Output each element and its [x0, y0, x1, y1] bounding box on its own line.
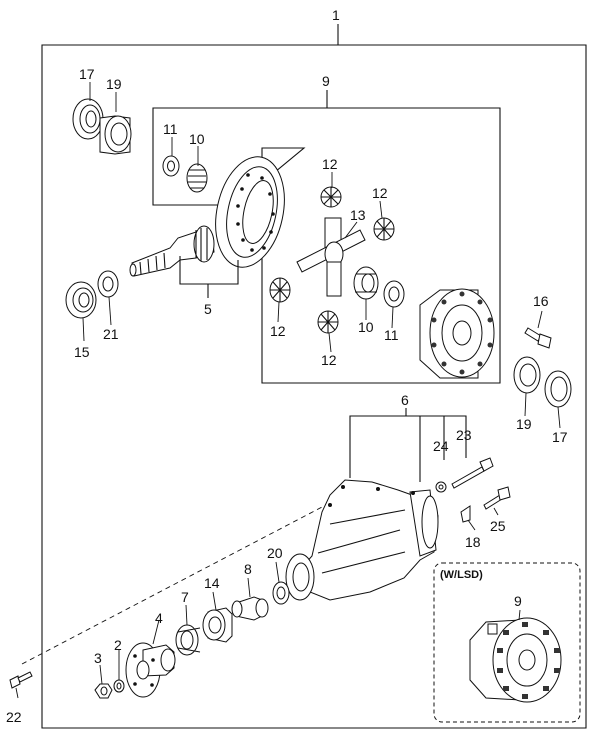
callout-21: 21	[103, 326, 119, 342]
callout-2: 2	[114, 637, 122, 653]
callout-3: 3	[94, 650, 102, 666]
nut-24	[435, 481, 447, 493]
callout-14: 14	[204, 575, 220, 591]
callout-12-d: 12	[321, 352, 337, 368]
bolt-alignment-line	[21, 494, 346, 665]
callout-11-bottom: 11	[384, 327, 399, 343]
differential-carrier-housing	[285, 479, 439, 601]
callout-25: 25	[490, 518, 506, 534]
differential-pinion-12-b	[373, 217, 395, 241]
callout-12-a: 12	[322, 156, 338, 172]
oil-seal-7	[175, 624, 201, 656]
bearing-19-top	[99, 115, 132, 155]
callout-17-bottom: 17	[552, 429, 568, 445]
companion-flange-4	[125, 642, 176, 698]
pin-18	[460, 505, 471, 523]
leader-lines	[15, 82, 561, 699]
side-gear-10-bottom	[353, 266, 379, 300]
drive-pinion	[129, 225, 215, 277]
spacer-21	[97, 270, 119, 298]
bolt-23	[451, 457, 494, 489]
pinion-shaft-13	[296, 217, 366, 297]
bearing-19-bottom	[513, 356, 541, 394]
bolt-25	[483, 486, 511, 510]
callout-24: 24	[433, 438, 449, 454]
washer-20	[272, 581, 290, 605]
washer-2	[113, 679, 125, 693]
callout-19-top: 19	[106, 76, 122, 92]
differential-pinion-12-a	[320, 186, 342, 208]
bearing-14	[202, 607, 233, 643]
callout-6: 6	[401, 392, 409, 408]
callout-22: 22	[6, 709, 22, 725]
differential-pinion-12-d	[317, 310, 339, 334]
lsd-option-box: (W/LSD)	[433, 562, 581, 723]
side-gear-10-top	[186, 163, 208, 193]
callout-11-top: 11	[163, 121, 178, 137]
callout-8: 8	[244, 561, 252, 577]
pinion-bearing-15	[65, 281, 97, 319]
oil-seal-17-top	[72, 98, 104, 140]
callout-bracket-6	[349, 415, 467, 482]
callout-10-bottom: 10	[358, 319, 374, 335]
callout-16: 16	[533, 293, 549, 309]
lock-nut-3	[94, 683, 113, 699]
callout-15: 15	[74, 344, 90, 360]
differential-pinion-12-c	[269, 277, 291, 303]
callout-12-b: 12	[372, 185, 388, 201]
callout-19-bottom: 19	[516, 416, 532, 432]
bolt-22	[9, 671, 33, 689]
callout-23: 23	[456, 427, 472, 443]
callout-9-top: 9	[322, 73, 330, 89]
callout-12-c: 12	[270, 323, 286, 339]
callout-bracket-5	[179, 256, 239, 285]
assembly-frame	[41, 24, 587, 729]
thrust-washer-11-top	[162, 155, 180, 177]
oil-seal-17-bottom	[544, 370, 572, 408]
callout-17-top: 17	[79, 66, 95, 82]
callout-1: 1	[332, 7, 340, 23]
callout-7: 7	[181, 589, 189, 605]
callout-20: 20	[267, 545, 283, 561]
thrust-washer-11-bottom	[383, 280, 405, 308]
callout-5: 5	[204, 301, 212, 317]
callout-4: 4	[155, 610, 163, 626]
callout-13: 13	[350, 207, 366, 223]
ring-gear	[215, 156, 285, 268]
lsd-label: (W/LSD)	[440, 569, 483, 581]
callout-18: 18	[465, 534, 481, 550]
differential-case	[419, 288, 495, 379]
lsd-differential-case	[469, 617, 562, 703]
callout-9-lsd: 9	[514, 593, 522, 609]
collapsible-spacer-8	[231, 596, 269, 621]
callout-numbers: 1 9 17 19 11 10 12 12 13 12 10 11 12 5 1…	[6, 7, 568, 725]
callout-10-top: 10	[189, 131, 205, 147]
bolt-16	[524, 327, 552, 349]
